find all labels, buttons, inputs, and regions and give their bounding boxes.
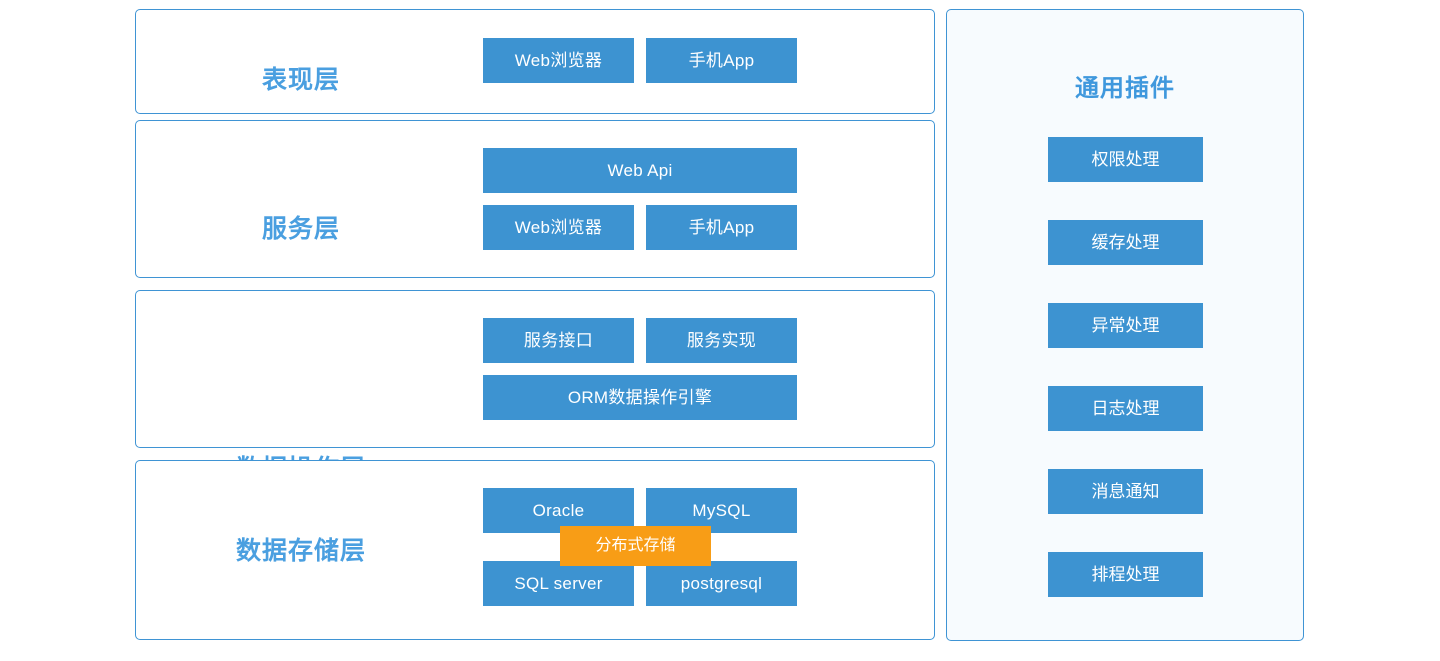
block-row: Web浏览器 手机App (483, 205, 797, 250)
plugin-list: 权限处理 缓存处理 异常处理 日志处理 消息通知 排程处理 (1048, 137, 1203, 635)
block-mysql[interactable]: MySQL (646, 488, 797, 533)
layer-blocks-service: Web Api Web浏览器 手机App (483, 148, 797, 250)
layer-panel-data-storage: 数据存储层 Oracle MySQL SQL server postgresql (135, 460, 935, 640)
block-web-browser[interactable]: Web浏览器 (483, 38, 634, 83)
block-oracle[interactable]: Oracle (483, 488, 634, 533)
layer-panel-presentation: 表现层 Web浏览器 手机App (135, 9, 935, 114)
block-postgresql[interactable]: postgresql (646, 561, 797, 606)
block-row: 服务接口 服务实现 (483, 318, 797, 363)
layer-blocks-data-operation: 服务接口 服务实现 ORM数据操作引擎 (483, 318, 797, 420)
block-row: Web浏览器 手机App (483, 38, 797, 83)
block-row: Web Api (483, 148, 797, 193)
block-row: Oracle MySQL (483, 488, 797, 533)
block-mobile-app[interactable]: 手机App (646, 205, 797, 250)
block-distributed-storage[interactable]: 分布式存储 (560, 526, 711, 566)
block-orm-engine[interactable]: ORM数据操作引擎 (483, 375, 797, 420)
plugin-item-permission[interactable]: 权限处理 (1048, 137, 1203, 182)
block-row: ORM数据操作引擎 (483, 375, 797, 420)
block-service-implementation[interactable]: 服务实现 (646, 318, 797, 363)
layer-blocks-data-storage: Oracle MySQL SQL server postgresql (483, 488, 797, 606)
layer-title-service: 服务层 (261, 215, 340, 243)
layer-panel-service: 服务层 Web Api Web浏览器 手机App (135, 120, 935, 278)
block-web-api[interactable]: Web Api (483, 148, 797, 193)
plugin-item-cache[interactable]: 缓存处理 (1048, 220, 1203, 265)
plugin-item-scheduling[interactable]: 排程处理 (1048, 552, 1203, 597)
plugin-item-logging[interactable]: 日志处理 (1048, 386, 1203, 431)
plugin-panel: 通用插件 权限处理 缓存处理 异常处理 日志处理 消息通知 排程处理 (946, 9, 1304, 641)
plugin-item-notification[interactable]: 消息通知 (1048, 469, 1203, 514)
layer-title-data-storage: 数据存储层 (235, 537, 366, 565)
layer-panel-data-operation: 数据操作层 服务接口 服务实现 ORM数据操作引擎 (135, 290, 935, 483)
block-web-browser[interactable]: Web浏览器 (483, 205, 634, 250)
layer-blocks-presentation: Web浏览器 手机App (483, 38, 797, 83)
block-mobile-app[interactable]: 手机App (646, 38, 797, 83)
plugin-panel-title: 通用插件 (1075, 75, 1175, 102)
block-sql-server[interactable]: SQL server (483, 561, 634, 606)
block-row: SQL server postgresql (483, 561, 797, 606)
block-service-interface[interactable]: 服务接口 (483, 318, 634, 363)
layer-title-presentation: 表现层 (261, 66, 340, 94)
plugin-item-exception[interactable]: 异常处理 (1048, 303, 1203, 348)
